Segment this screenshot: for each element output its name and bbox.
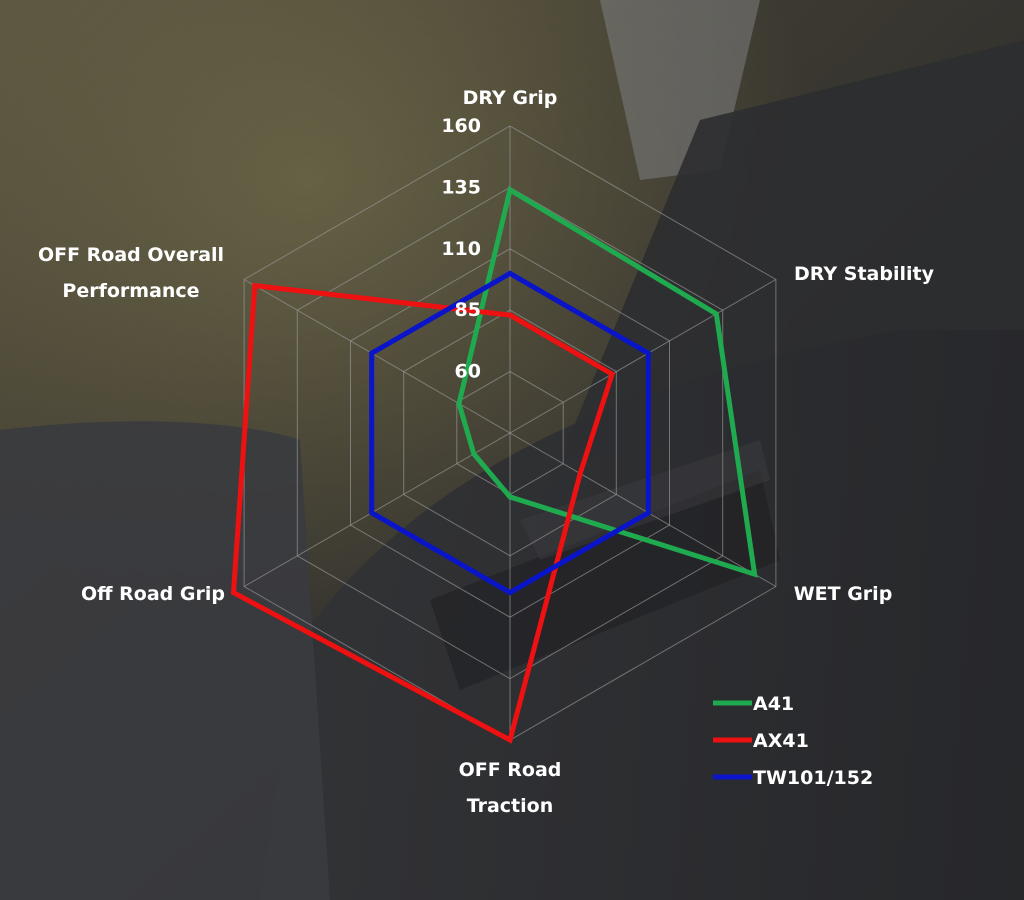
legend-label-0: A41 [753,693,794,715]
series-ax41 [230,282,616,744]
axis-label-3-line-0: OFF Road [459,759,562,781]
series-a41 [456,185,758,578]
radar-grid [243,125,777,741]
grid-spoke-2 [509,432,777,587]
axis-label-0-line-0: DRY Grip [463,87,558,109]
series-tw101-152 [369,270,651,596]
grid-spoke-5 [243,279,511,434]
axis-label-3-line-1: Traction [467,795,554,817]
axis-label-1-line-0: DRY Stability [794,263,935,285]
tick-label-60: 60 [455,361,481,383]
axis-label-5-line-1: Performance [62,280,199,302]
tick-label-110: 110 [441,238,481,260]
tick-label-85: 85 [455,299,481,321]
legend-label-1: AX41 [753,730,809,752]
tick-label-160: 160 [441,115,481,137]
grid-spoke-1 [509,279,777,434]
radar-tick-labels: 60 85 110 135 160 [441,115,481,383]
axis-label-2-line-0: WET Grip [794,583,893,605]
radar-series-layer [230,185,758,744]
axis-label-5-line-0: OFF Road Overall [38,244,224,266]
tick-label-135: 135 [441,176,481,198]
grid-spoke-4 [243,432,511,587]
axis-label-4-line-0: Off Road Grip [81,583,225,605]
legend-label-2: TW101/152 [753,767,873,789]
